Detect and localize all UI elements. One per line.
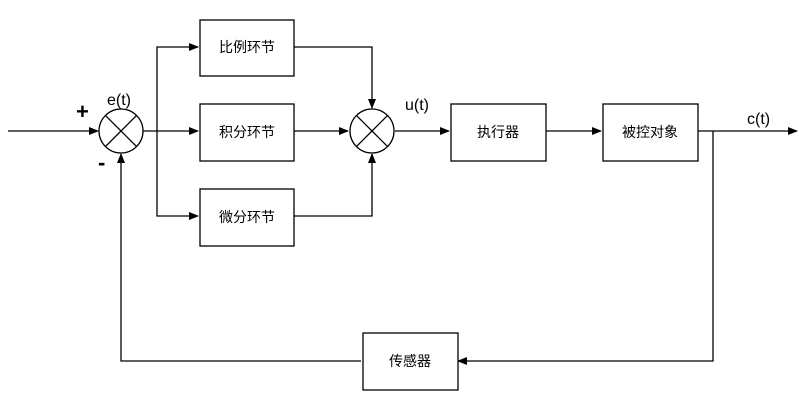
proportional-label: 比例环节 bbox=[219, 40, 275, 56]
plant-block: 被控对象 bbox=[602, 103, 699, 162]
proportional-to-sum-arrow bbox=[294, 46, 376, 109]
integral-label: 积分环节 bbox=[219, 125, 275, 141]
integral-block: 积分环节 bbox=[199, 103, 295, 162]
output-to-sensor-arrow bbox=[457, 131, 714, 365]
sensor-block: 传感器 bbox=[362, 332, 459, 391]
sensor-label: 传感器 bbox=[389, 353, 431, 370]
derivative-label: 微分环节 bbox=[219, 210, 275, 226]
plus-sign: + bbox=[76, 99, 89, 124]
minus-sign: - bbox=[98, 150, 105, 175]
output-signal-label: c(t) bbox=[747, 111, 770, 128]
proportional-block: 比例环节 bbox=[199, 19, 295, 77]
plant-label: 被控对象 bbox=[622, 125, 678, 141]
actuator-block: 执行器 bbox=[450, 103, 547, 162]
control-signal-label: u(t) bbox=[405, 97, 429, 114]
error-to-proportional-arrow bbox=[156, 43, 199, 131]
derivative-to-sum-arrow bbox=[294, 153, 376, 217]
pid-summing-junction bbox=[349, 108, 395, 154]
derivative-block: 微分环节 bbox=[199, 188, 295, 247]
actuator-label: 执行器 bbox=[477, 125, 519, 141]
feedback-arrow bbox=[117, 153, 361, 362]
error-summing-junction bbox=[98, 108, 144, 154]
error-signal-label: e(t) bbox=[107, 92, 131, 109]
error-to-derivative-arrow bbox=[156, 131, 199, 220]
